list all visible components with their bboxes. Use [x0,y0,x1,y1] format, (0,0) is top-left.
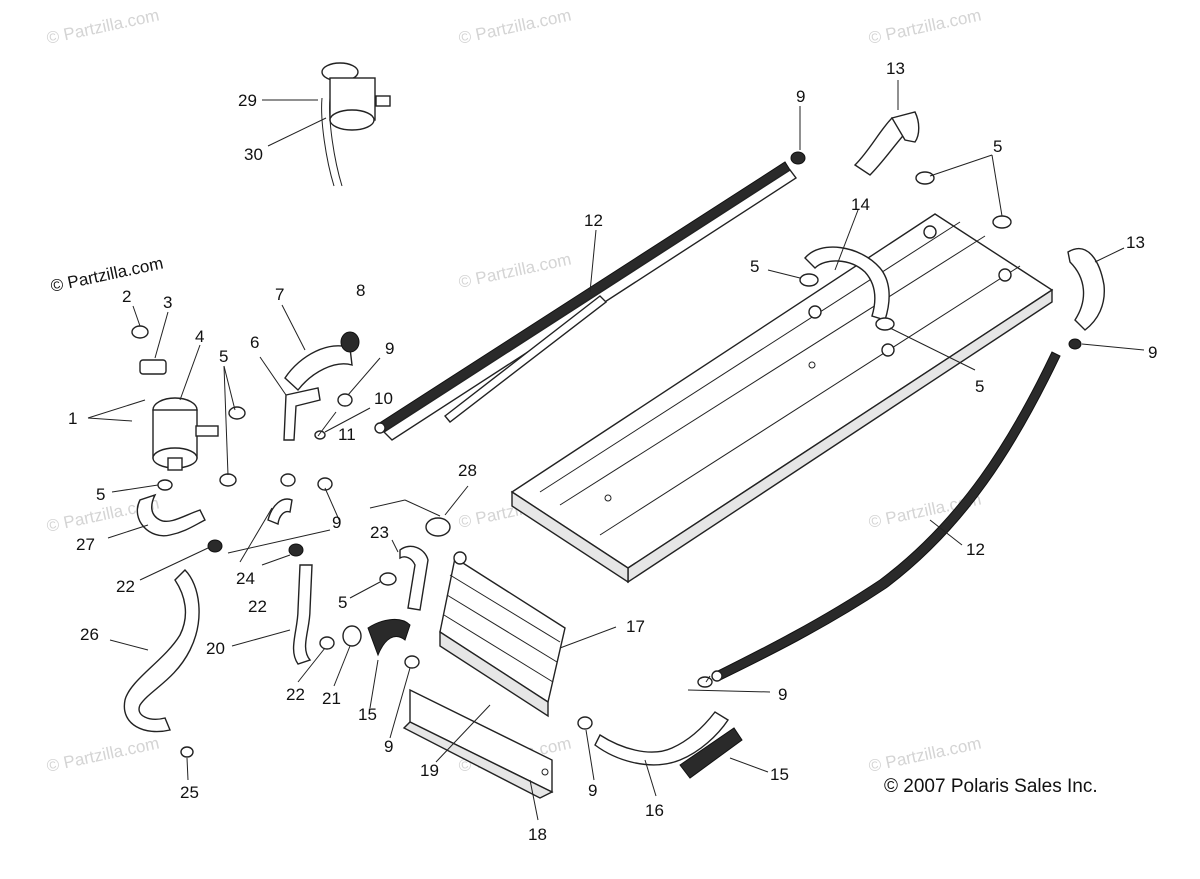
watermark: © Partzilla.com [45,734,161,776]
callout-9: 9 [385,339,394,358]
callout-8: 8 [356,281,365,300]
callout-5: 5 [975,377,984,396]
callout-25: 25 [180,783,199,802]
callout-19: 19 [420,761,439,780]
callout-11: 11 [338,425,356,444]
copyright-text: © 2007 Polaris Sales Inc. [884,776,1098,797]
callout-12: 12 [584,211,603,230]
callout-15: 15 [358,705,377,724]
leader-lines [87,80,1145,821]
callout-22: 22 [116,577,135,596]
watermark: © Partzilla.com [867,6,983,48]
heat-exchanger [439,551,566,718]
callout-4: 4 [195,327,204,346]
callout-labels: 1 2 3 4 5 5 5 5 5 5 6 7 8 9 9 9 9 9 9 9 … [68,59,1157,844]
bracket [402,688,554,799]
callout-21: 21 [322,689,341,708]
tunnel-plate [510,213,1054,584]
callout-29: 29 [238,91,257,110]
callout-9: 9 [1148,343,1157,362]
callout-5: 5 [993,137,1002,156]
watermark: © Partzilla.com [867,734,983,776]
callout-2: 2 [122,287,131,306]
callout-6: 6 [250,333,259,352]
callout-1: 1 [68,409,77,428]
cooler-lower [711,351,1061,682]
callout-9: 9 [796,87,805,106]
callout-10: 10 [374,389,393,408]
callout-26: 26 [80,625,99,644]
main-watermark: © Partzilla.com [49,254,165,296]
callout-5: 5 [750,257,759,276]
callout-27: 27 [76,535,95,554]
callout-18: 18 [528,825,547,844]
callout-24: 24 [236,569,255,588]
watermark: © Partzilla.com [457,250,573,292]
callout-9: 9 [588,781,597,800]
callout-5: 5 [96,485,105,504]
callout-28: 28 [458,461,477,480]
callout-16: 16 [645,801,664,820]
callout-17: 17 [626,617,645,636]
callout-12: 12 [966,540,985,559]
callout-14: 14 [851,195,870,214]
callout-13: 13 [1126,233,1145,252]
callout-22: 22 [286,685,305,704]
callout-9: 9 [332,513,341,532]
callout-7: 7 [275,285,284,304]
surge-tank [321,62,391,187]
callout-22: 22 [248,597,267,616]
callout-30: 30 [244,145,263,164]
callout-9: 9 [384,737,393,756]
small-parts [131,151,1082,758]
callout-20: 20 [206,639,225,658]
callout-23: 23 [370,523,389,542]
watermark: © Partzilla.com [45,6,161,48]
callout-9: 9 [778,685,787,704]
callout-3: 3 [163,293,172,312]
callout-5: 5 [219,347,228,366]
callout-5: 5 [338,593,347,612]
callout-13: 13 [886,59,905,78]
watermark: © Partzilla.com [457,6,573,48]
coolant-bottle [152,397,219,471]
hoses [123,111,1105,779]
cooler-upper [374,161,798,441]
callout-15: 15 [770,765,789,784]
